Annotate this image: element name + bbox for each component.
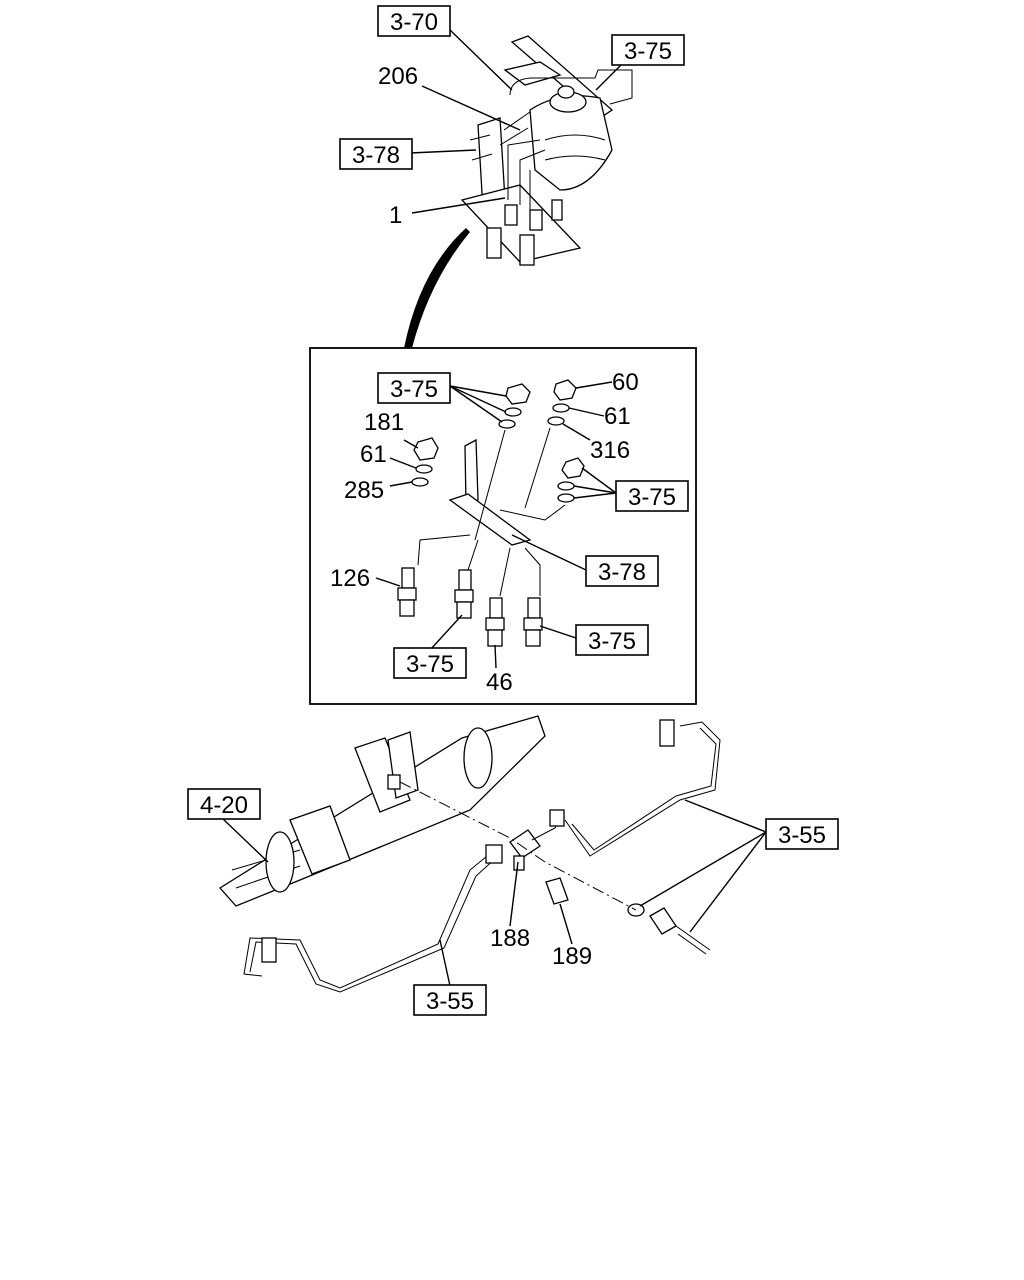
ref-box-4-20 xyxy=(187,788,261,820)
washer-316 xyxy=(547,416,565,426)
part-label-181: 181 xyxy=(364,409,404,436)
part-label-1: 1 xyxy=(389,202,402,229)
detail-frame xyxy=(309,347,697,705)
brake-pipe-right xyxy=(531,721,721,857)
part-label-285: 285 xyxy=(344,477,384,504)
stud-3-75-left xyxy=(454,569,474,619)
ref-label-3-55-bottom: 3-55 xyxy=(426,988,474,1015)
stud-126 xyxy=(397,567,417,617)
part-label-61-left: 61 xyxy=(360,441,387,468)
washer-61-right xyxy=(552,403,570,413)
pipe-end-fitting-right xyxy=(659,719,675,747)
top-assembly xyxy=(460,35,633,266)
part-label-126: 126 xyxy=(330,565,370,592)
tee-fitting-188 xyxy=(509,829,541,859)
nut-3-75-right xyxy=(561,457,585,479)
ref-label-3-75-d: 3-75 xyxy=(588,628,636,655)
detail-bracket-upright xyxy=(464,438,479,506)
ref-box-3-55-bottom xyxy=(413,984,487,1016)
stud-46 xyxy=(485,597,505,647)
axle-flange-left xyxy=(265,831,295,893)
ref-label-3-75-b: 3-75 xyxy=(628,484,676,511)
ref-box-3-70 xyxy=(377,5,451,37)
detail-parts xyxy=(397,379,585,647)
pipe-end-fitting-left xyxy=(485,844,503,864)
part-label-61-right: 61 xyxy=(604,403,631,430)
part-label-46: 46 xyxy=(486,669,513,696)
ref-box-3-75-d xyxy=(575,624,649,656)
part-label-206: 206 xyxy=(378,63,418,90)
fitting-2 xyxy=(519,234,535,266)
part-label-60: 60 xyxy=(612,369,639,396)
ref-label-3-78-top: 3-78 xyxy=(352,142,400,169)
ref-label-4-20: 4-20 xyxy=(200,792,248,819)
ref-label-3-75-a: 3-75 xyxy=(390,376,438,403)
ref-box-3-75-top xyxy=(611,34,685,66)
detail-pointer-arrow xyxy=(404,228,470,348)
part-label-316: 316 xyxy=(590,437,630,464)
ref-label-3-75-top: 3-75 xyxy=(624,38,672,65)
ref-box-3-78-detail xyxy=(585,555,659,587)
pedal-pad xyxy=(503,61,562,86)
stud-3-75-right xyxy=(523,597,543,647)
ref-box-3-55-right xyxy=(765,818,839,850)
ref-label-3-78-detail: 3-78 xyxy=(598,559,646,586)
washer-61-left xyxy=(415,464,433,474)
ref-box-3-78-top xyxy=(339,138,413,170)
ref-label-3-55-right: 3-55 xyxy=(778,822,826,849)
hose-connector xyxy=(649,907,677,935)
washer-285 xyxy=(411,477,429,487)
brake-pipe-left xyxy=(243,851,493,989)
ref-label-3-70: 3-70 xyxy=(390,9,438,36)
part-label-189: 189 xyxy=(552,943,592,970)
ref-box-3-75-c xyxy=(393,647,467,679)
ref-box-3-75-a xyxy=(377,372,451,404)
axle-flange-right xyxy=(463,727,493,789)
fitting-1 xyxy=(486,227,502,259)
nut-3-75 xyxy=(505,383,531,405)
nut-181 xyxy=(413,437,439,461)
detail-bracket-base xyxy=(448,493,532,546)
ref-label-3-75-c: 3-75 xyxy=(406,651,454,678)
part-label-188: 188 xyxy=(490,925,530,952)
bottom-assembly xyxy=(219,715,721,993)
bolt-189 xyxy=(545,877,569,905)
ref-box-3-75-b xyxy=(615,480,689,512)
nut-60 xyxy=(553,379,577,401)
